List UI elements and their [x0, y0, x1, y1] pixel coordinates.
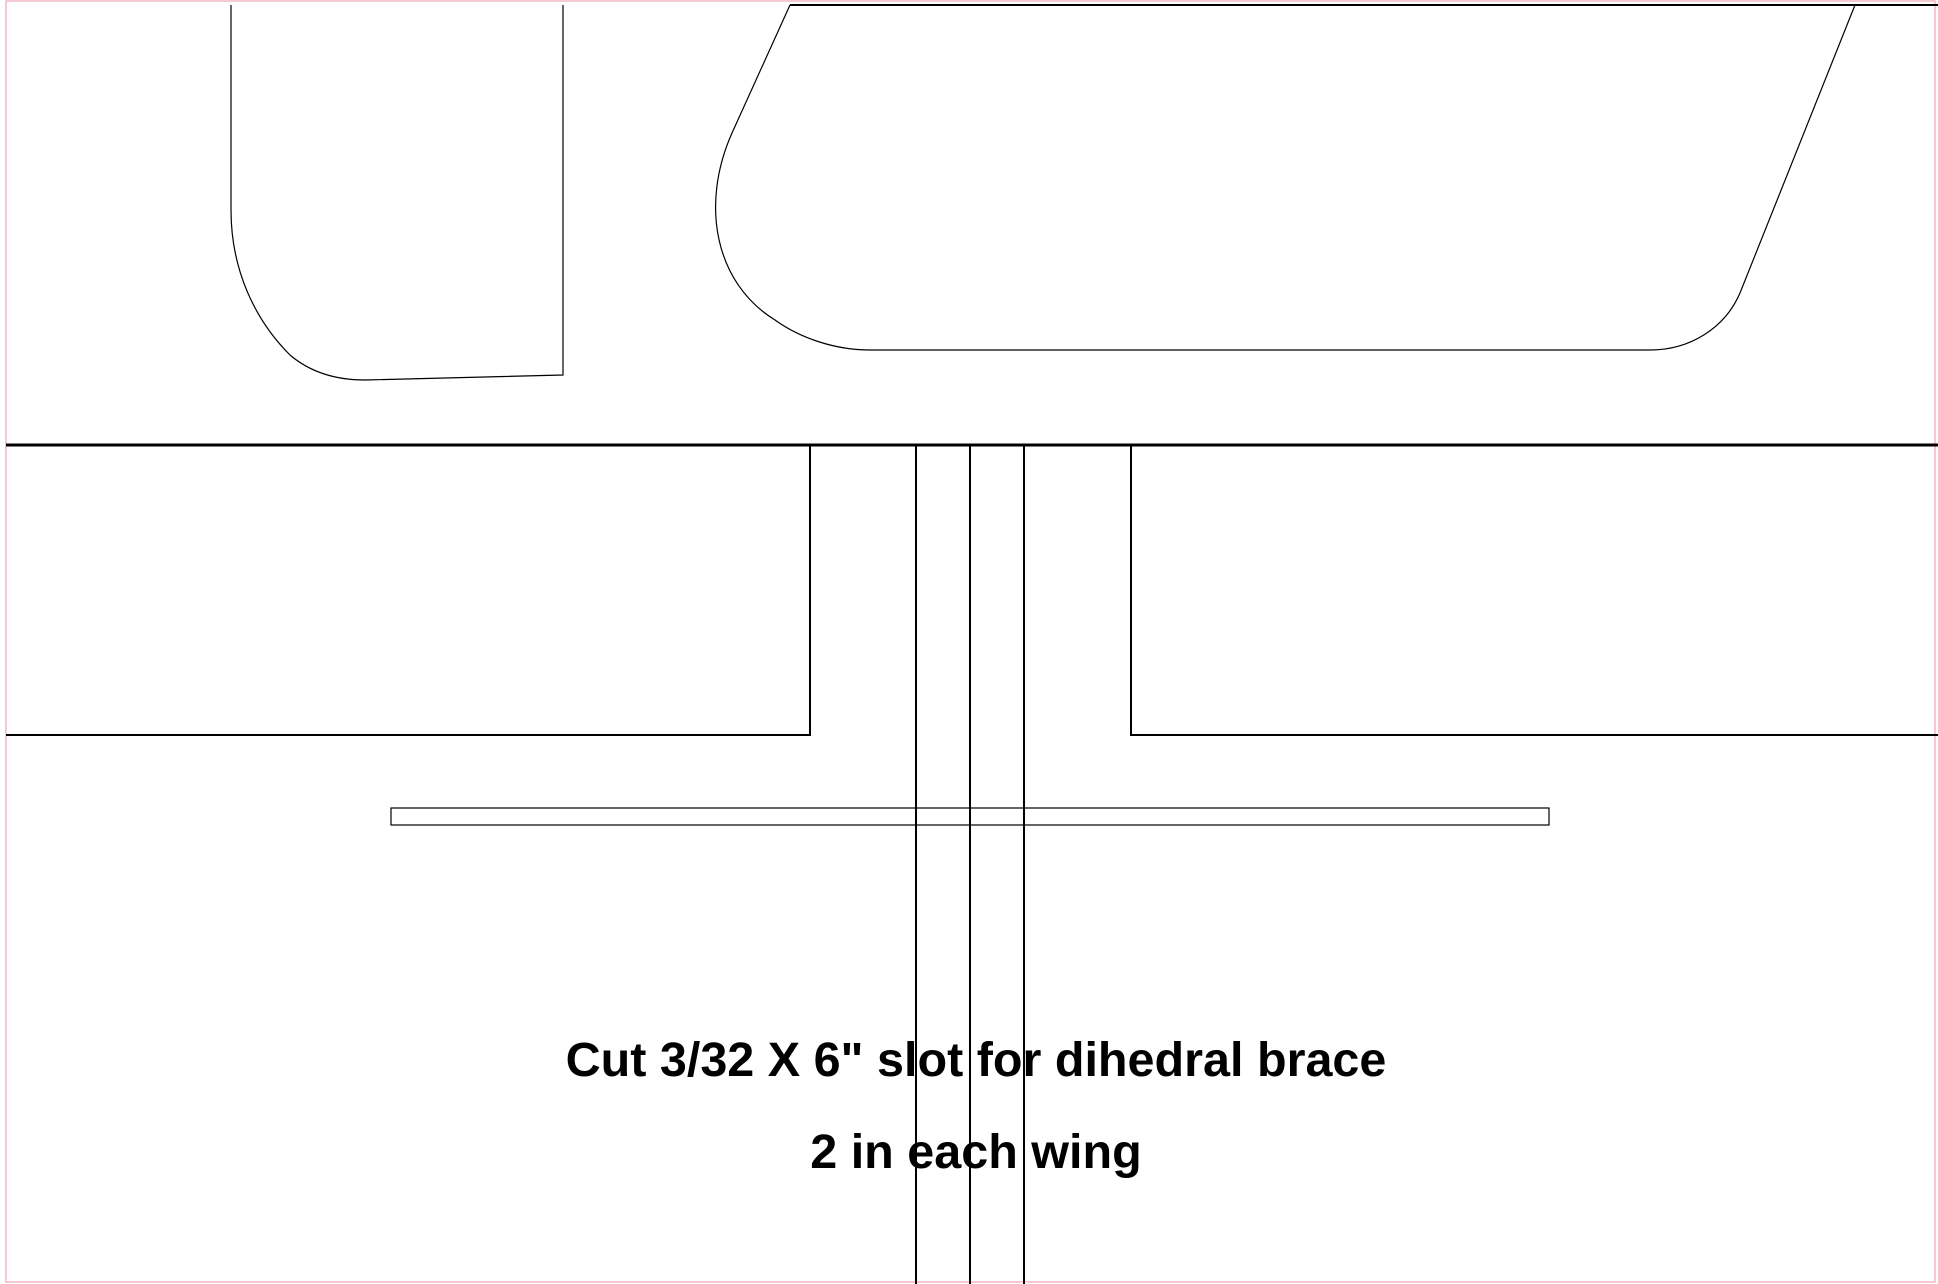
right-rib-part-outline: [715, 4, 1856, 351]
left-tip-part-outline: [230, 5, 564, 381]
slot-instruction-note: Cut 3/32 X 6" slot for dihedral brace: [566, 1033, 1387, 1087]
right-wing-panel-outline: [1130, 444, 1938, 736]
dihedral-brace-slot: [390, 807, 1550, 826]
quantity-note: 2 in each wing: [810, 1125, 1142, 1179]
left-wing-panel-outline: [6, 444, 811, 736]
